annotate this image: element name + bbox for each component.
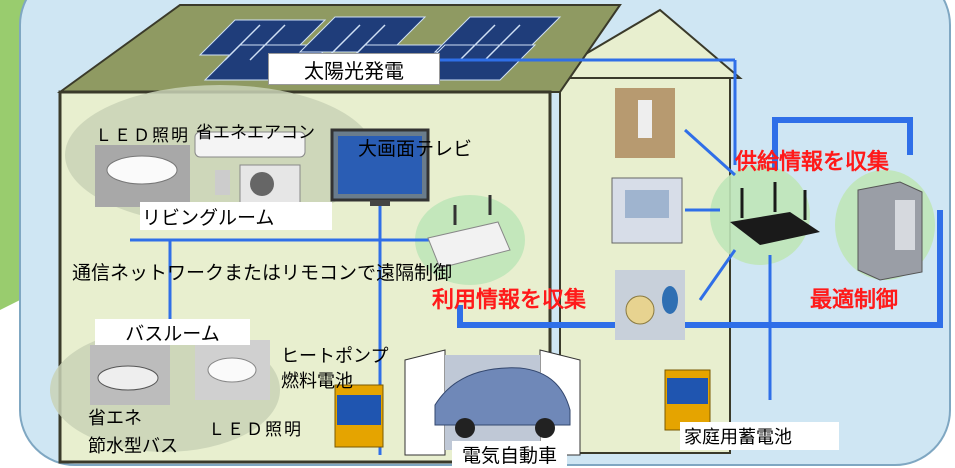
bath-ceiling-light-icon xyxy=(195,340,270,400)
bath-icon xyxy=(90,345,170,405)
network-label: 通信ネットワークまたはリモコンで遠隔制御 xyxy=(72,262,453,284)
wifi-router-icon xyxy=(730,182,820,245)
optimal-control-label: 最適制御 xyxy=(810,288,899,313)
server-icon xyxy=(857,181,923,281)
tv-icon xyxy=(330,128,430,206)
home-battery-label: 家庭用蓄電池 xyxy=(680,422,839,450)
tv-label: 大画面テレビ xyxy=(358,138,473,160)
collect-usage-label: 利用情報を収集 xyxy=(432,288,587,313)
solar-label: 太陽光発電 xyxy=(268,53,440,85)
eco-bath-label-1: 省エネ xyxy=(88,408,142,429)
ceiling-light-icon xyxy=(95,145,190,207)
gas-meter-icon xyxy=(615,270,685,340)
eco-bath-label-2: 節水型バス xyxy=(88,436,178,457)
aircon-label: 省エネエアコン xyxy=(196,123,315,143)
ev-label: 電気自動車 xyxy=(452,441,567,467)
control-loop xyxy=(457,117,943,328)
heat-pump-icon xyxy=(334,384,384,448)
collect-supply-label: 供給情報を収集 xyxy=(735,150,890,175)
router-icon xyxy=(427,195,511,269)
heatpump-label-2: 燃料電池 xyxy=(281,371,353,392)
led-bath-label: ＬＥＤ照明 xyxy=(208,420,303,440)
heatpump-label-1: ヒートポンプ xyxy=(281,346,389,367)
led-living-label: ＬＥＤ照明 xyxy=(95,126,190,146)
car-icon xyxy=(434,367,571,438)
outlet-icon xyxy=(615,88,675,158)
meter-icon xyxy=(611,177,683,244)
living-room-label: リビングルーム xyxy=(140,202,332,230)
hub-ellipse xyxy=(710,165,810,265)
battery-icon xyxy=(664,369,711,431)
bathroom-label: バスルーム xyxy=(95,319,250,345)
air-conditioner-icon xyxy=(194,131,306,204)
